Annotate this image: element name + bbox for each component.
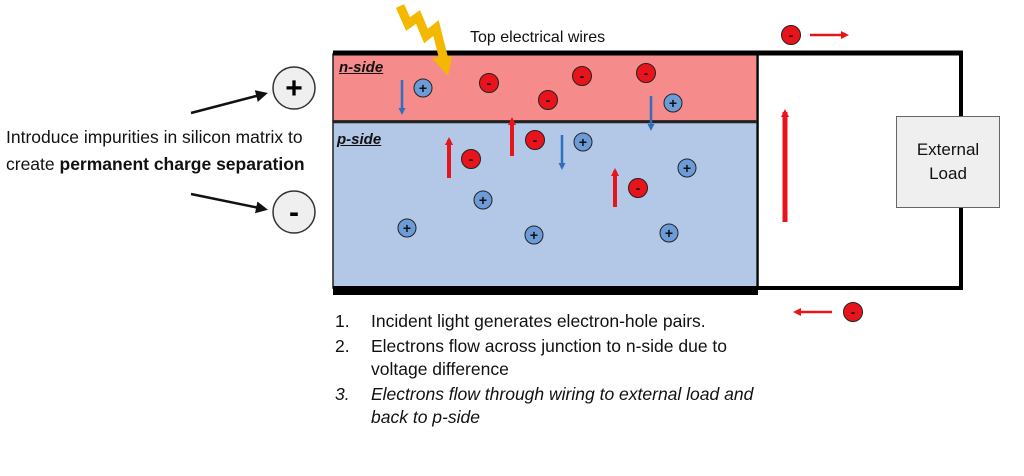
arrow-to-plus (190, 90, 268, 115)
svg-text:-: - (636, 180, 641, 196)
hole-icon: + (524, 225, 544, 245)
hole-icon: + (397, 218, 417, 238)
n-side-region (332, 53, 758, 122)
hole-icon: + (573, 132, 593, 152)
external-load-label-line1: External (916, 140, 980, 159)
electron-icon: - (636, 63, 656, 83)
svg-text:-: - (546, 92, 551, 108)
step-number: 1. (335, 311, 350, 331)
svg-text:+: + (579, 134, 587, 150)
external-load-box: External Load (896, 116, 1000, 208)
electron-icon: - (781, 25, 801, 45)
svg-text:-: - (789, 27, 794, 43)
steps-list: 1. Incident light generates electron-hol… (335, 310, 775, 431)
electron-icon: - (479, 73, 499, 93)
svg-text:+: + (403, 220, 411, 236)
intro-text-bold: permanent charge separation (59, 154, 305, 174)
svg-text:-: - (469, 151, 474, 167)
lightning-ray-icon (395, 4, 452, 76)
svg-text:-: - (580, 68, 585, 84)
hole-icon: + (413, 78, 433, 98)
intro-text: Introduce impurities in silicon matrix t… (6, 124, 306, 178)
svg-text:-: - (533, 132, 538, 148)
external-load-label-line2: Load (929, 164, 967, 183)
negative-terminal-icon: - (272, 190, 316, 234)
svg-text:+: + (419, 80, 427, 96)
svg-text:-: - (487, 75, 492, 91)
bottom-contact (333, 286, 758, 295)
p-side-region (332, 120, 758, 289)
step-number: 2. (335, 336, 350, 356)
electron-icon: - (628, 178, 648, 198)
minus-symbol: - (289, 196, 299, 229)
arrow-to-minus (190, 192, 268, 214)
svg-text:-: - (851, 304, 856, 320)
step-number: 3. (335, 384, 350, 404)
svg-text:+: + (683, 160, 691, 176)
p-side-label: p-side (337, 131, 382, 148)
svg-text:+: + (479, 192, 487, 208)
hole-icon: + (663, 93, 683, 113)
step-item: 3. Electrons flow through wiring to exte… (335, 383, 775, 429)
svg-text:+: + (530, 227, 538, 243)
svg-text:+: + (669, 95, 677, 111)
electron-icon: - (538, 90, 558, 110)
hole-icon: + (659, 223, 679, 243)
positive-terminal-icon: + (272, 66, 316, 110)
step-text: Incident light generates electron-hole p… (371, 311, 706, 331)
top-wires-label: Top electrical wires (470, 29, 606, 46)
electron-icon: - (461, 149, 481, 169)
electron-icon: - (572, 66, 592, 86)
step-text: Electrons flow across junction to n-side… (371, 336, 728, 379)
step-item: 2. Electrons flow across junction to n-s… (335, 335, 775, 381)
electron-icon: - (843, 302, 863, 322)
plus-symbol: + (285, 72, 303, 105)
hole-icon: + (473, 190, 493, 210)
step-text: Electrons flow through wiring to externa… (371, 384, 754, 427)
svg-text:-: - (644, 65, 649, 81)
hole-icon: + (677, 158, 697, 178)
n-side-label: n-side (339, 59, 384, 76)
electron-icon: - (525, 130, 545, 150)
svg-text:+: + (665, 225, 673, 241)
intro-text-normal: Introduce impurities in silicon matrix t… (6, 127, 303, 174)
step-item: 1. Incident light generates electron-hol… (335, 310, 775, 333)
